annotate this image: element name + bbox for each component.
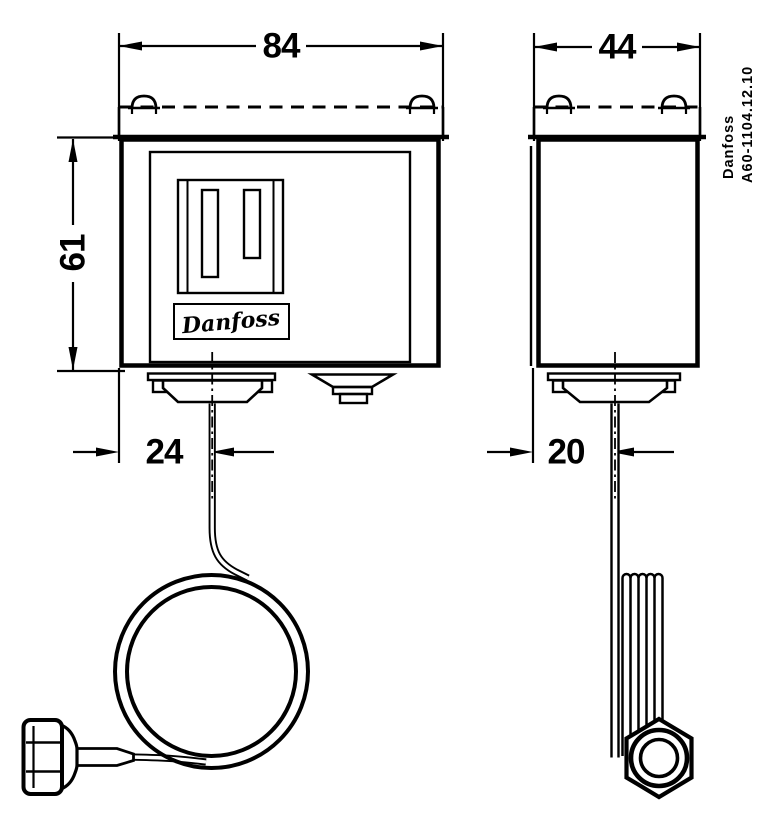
contact-window (176, 178, 285, 295)
front-view: 84 (21, 27, 449, 796)
nut-hex-body (21, 718, 64, 796)
arrowhead-left-icon (611, 447, 634, 457)
front-face-plate (148, 150, 412, 364)
arrowhead-right-icon (96, 447, 119, 457)
danfoss-logo-script: Danfoss (180, 305, 281, 340)
capillary-coil-outer (113, 573, 310, 770)
logo-plate: Danfoss (173, 303, 290, 340)
terminal-slot (200, 188, 220, 279)
front-capillary-and-coil (113, 403, 310, 770)
dim-label-44: 44 (599, 28, 637, 67)
front-top-cap (113, 94, 449, 140)
nut-hexagon (624, 716, 694, 800)
arrowhead-left-icon (534, 42, 557, 52)
breather-fitting (307, 373, 398, 389)
ref-number-text: A60-1104.12.10 (740, 66, 756, 183)
terminal-slot (242, 188, 262, 260)
front-bottom-fittings (146, 372, 398, 405)
dimension-capillary-20: 20 (487, 368, 674, 472)
capillary-gland (161, 379, 264, 404)
gland-top-bar (546, 372, 682, 382)
side-top-cap (528, 94, 706, 140)
ref-brand-text: Danfoss (721, 115, 737, 179)
side-view: 44 (487, 28, 706, 800)
logo-plate-frame (173, 303, 290, 340)
arrowhead-left-icon (211, 447, 234, 457)
capillary-coil-inner (125, 585, 298, 758)
side-capillary-and-coil (610, 403, 694, 800)
dimension-depth-44: 44 (532, 28, 702, 141)
dim-label-20: 20 (548, 433, 585, 472)
flare-nut-end (624, 716, 694, 800)
screw-head-icon (543, 94, 575, 114)
housing-body (119, 137, 441, 368)
arrowhead-up-icon (68, 139, 78, 162)
window-frame (176, 178, 285, 295)
capillary-gland (561, 379, 669, 404)
arrowhead-right-icon (510, 447, 533, 457)
dimension-width-84: 84 (117, 27, 445, 141)
arrowhead-left-icon (119, 41, 142, 51)
dim-label-24: 24 (146, 433, 184, 472)
arrowhead-right-icon (677, 42, 700, 52)
drawing-reference: Danfoss A60-1104.12.10 (721, 66, 756, 183)
dimension-height-61: 61 (54, 136, 125, 373)
screw-head-icon (658, 94, 690, 114)
arrowhead-down-icon (68, 347, 78, 370)
nut-bore-outer (628, 727, 690, 789)
dimension-capillary-24: 24 (73, 368, 274, 472)
dim-label-84: 84 (263, 27, 301, 66)
housing-body-side (536, 137, 700, 368)
dim-label-61: 61 (54, 234, 93, 271)
nut-tube (75, 747, 135, 767)
flare-nut-side (21, 718, 135, 796)
side-bottom-fitting (546, 372, 682, 404)
arrowhead-right-icon (420, 41, 443, 51)
screw-head-icon (406, 94, 438, 114)
nut-bore-inner (638, 737, 680, 779)
screw-head-icon (128, 94, 160, 114)
breather-step (338, 392, 369, 405)
nut-flange (59, 722, 79, 792)
